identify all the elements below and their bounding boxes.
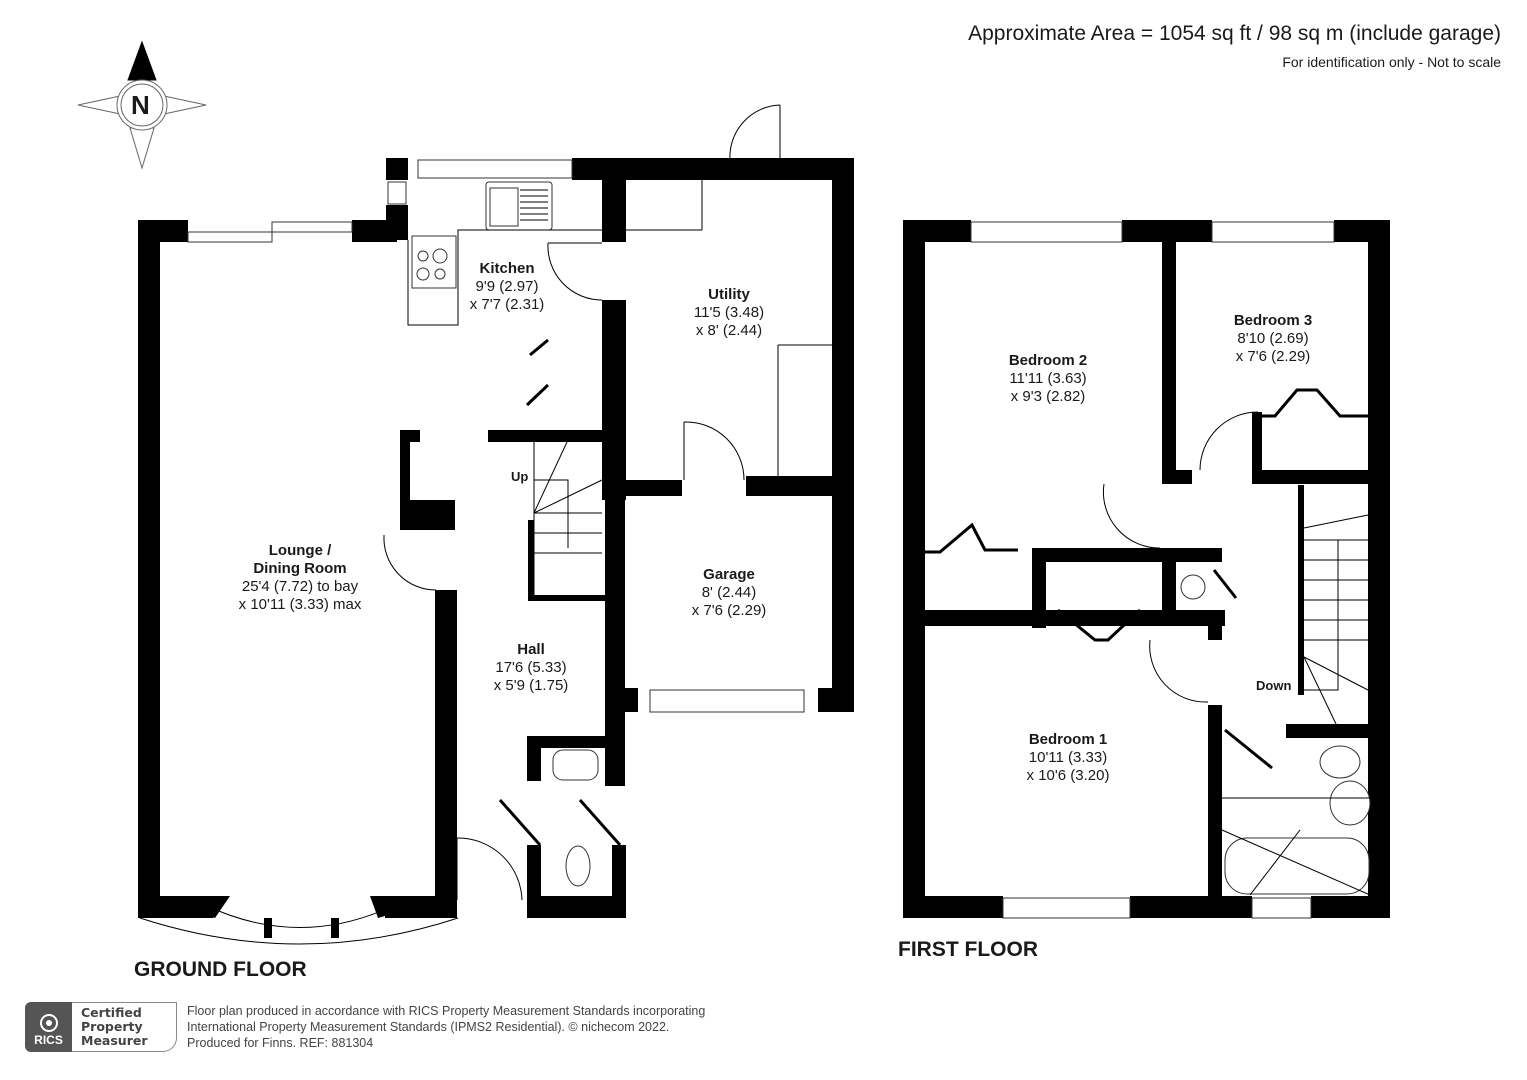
room-dimension: 11'11 (3.63) xyxy=(1009,370,1087,387)
footer-line: International Property Measurement Stand… xyxy=(187,1020,670,1034)
rics-certified-badge: RICS Certified Property Measurer xyxy=(25,1002,177,1052)
room-dimension: x 5'9 (1.75) xyxy=(493,677,569,694)
room-dimension: 8'10 (2.69) xyxy=(1237,330,1309,347)
badge-line: Property xyxy=(81,1019,143,1034)
room-dimension: 8' (2.44) xyxy=(701,584,757,601)
room-name: Utility xyxy=(708,286,750,303)
room-name: Lounge / xyxy=(268,542,332,559)
scale-disclaimer: For identification only - Not to scale xyxy=(1282,54,1501,70)
ground-floor-walls xyxy=(138,158,854,918)
room-dimension: x 10'6 (3.20) xyxy=(1026,767,1110,784)
room-garage: Garage 8' (2.44) x 7'6 (2.29) xyxy=(692,566,767,620)
first-floor-lines xyxy=(925,388,1371,896)
room-name: Bedroom 2 xyxy=(1008,352,1088,369)
room-bedroom-2: Bedroom 2 11'11 (3.63) x 9'3 (2.82) xyxy=(1009,352,1087,406)
first-floor-walls xyxy=(903,220,1390,918)
room-name: Garage xyxy=(703,566,755,583)
room-hall: Hall 17'6 (5.33) x 5'9 (1.75) xyxy=(494,641,569,695)
first-floor-title: FIRST FLOOR xyxy=(898,938,1038,961)
footer-line: Floor plan produced in accordance with R… xyxy=(187,1004,706,1018)
room-dimension: 11'5 (3.48) xyxy=(693,304,765,321)
badge-line: Certified xyxy=(81,1005,142,1020)
room-dimension: x 7'7 (2.31) xyxy=(469,296,545,313)
room-dimension: x 7'6 (2.29) xyxy=(691,602,767,619)
room-lounge-dining: Lounge / Dining Room 25'4 (7.72) to bay … xyxy=(239,542,362,614)
rics-logo-icon: RICS xyxy=(25,1002,72,1052)
north-compass-icon xyxy=(77,40,207,170)
footer-line: Produced for Finns. REF: 881304 xyxy=(187,1036,374,1050)
approximate-area: Approximate Area = 1054 sq ft / 98 sq m … xyxy=(968,22,1501,45)
room-dimension: x 7'6 (2.29) xyxy=(1235,348,1311,365)
room-dimension: 9'9 (2.97) xyxy=(475,278,539,295)
room-dimension: 25'4 (7.72) to bay xyxy=(241,578,359,595)
certified-measurer-text: Certified Property Measurer xyxy=(72,1002,177,1052)
room-dimension: x 9'3 (2.82) xyxy=(1010,388,1086,405)
rics-org: RICS xyxy=(34,1033,63,1047)
stairs-down-label: Down xyxy=(1256,678,1292,693)
stairs-up-label: Up xyxy=(511,469,529,484)
room-bedroom-1: Bedroom 1 10'11 (3.33) x 10'6 (3.20) xyxy=(1027,731,1110,785)
bay-mullions xyxy=(200,896,392,938)
room-kitchen: Kitchen 9'9 (2.97) x 7'7 (2.31) xyxy=(470,260,545,314)
room-dimension: x 10'11 (3.33) max xyxy=(238,596,362,613)
room-name: Kitchen xyxy=(479,260,535,277)
room-bedroom-3: Bedroom 3 8'10 (2.69) x 7'6 (2.29) xyxy=(1234,312,1312,366)
room-dimension: 10'11 (3.33) xyxy=(1028,749,1108,766)
room-dimension: x 8' (2.44) xyxy=(695,322,763,339)
ground-floor-fixtures xyxy=(187,159,805,887)
room-name: Bedroom 3 xyxy=(1233,312,1313,329)
room-name: Dining Room xyxy=(253,560,347,577)
compass-letter: N xyxy=(131,90,150,120)
badge-line: Measurer xyxy=(81,1033,148,1048)
room-name: Hall xyxy=(517,641,545,658)
room-name: Bedroom 1 xyxy=(1028,731,1108,748)
ground-floor-title: GROUND FLOOR xyxy=(134,958,307,981)
ground-floor-lines xyxy=(139,104,832,945)
room-utility: Utility 11'5 (3.48) x 8' (2.44) xyxy=(694,286,764,340)
lion-emblem-icon xyxy=(39,1014,58,1032)
footer-credits: Floor plan produced in accordance with R… xyxy=(187,1003,705,1051)
room-dimension: 17'6 (5.33) xyxy=(495,659,567,676)
